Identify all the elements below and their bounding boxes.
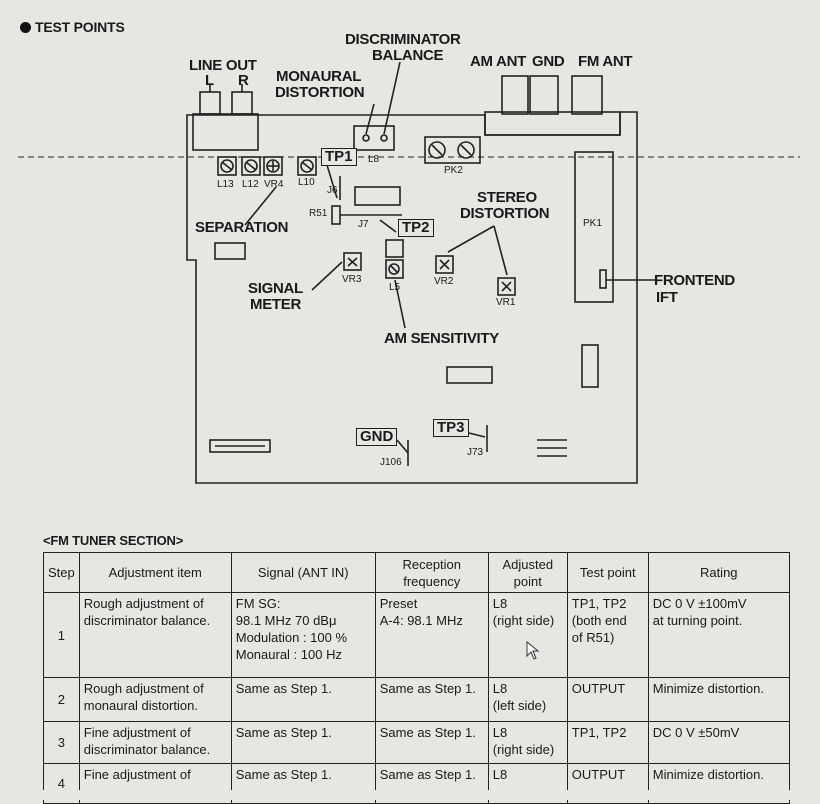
bullet-icon [20,22,31,33]
header-step: Step [43,552,80,593]
item-cell: Rough adjustment of discriminator balanc… [78,592,232,678]
signal-label: SIGNAL [248,280,303,297]
pcb-diagram [18,61,800,484]
test-point-cell: TP1, TP2 [566,721,649,764]
monaural-label: MONAURAL [276,68,362,85]
monaural-distortion-label: DISTORTION [275,84,365,101]
vr4-label: VR4 [264,179,284,190]
tp2-label: TP2 [398,219,434,237]
test-point-cell: TP1, TP2 (both end of R51) [566,592,649,678]
fm-ant-label: FM ANT [578,53,633,70]
frequency-cell: Same as Step 1. [374,721,489,764]
item-cell: Rough adjustment of monaural distortion. [78,677,232,722]
frontend-label: FRONTEND [654,272,735,289]
header-adjustment-item: Adjustment item [78,552,232,593]
stereo-label: STEREO [477,189,537,206]
signal-cell: Same as Step 1. [230,721,376,764]
l5-label: L5 [389,282,401,293]
l8-label: L8 [368,154,380,165]
rating-cell: DC 0 V ±50mV [647,721,790,764]
vr2-label: VR2 [434,276,454,287]
line-out-l-label: L [205,72,214,89]
signal-cell: Same as Step 1. [230,677,376,722]
table-row: 2 Rough adjustment of monaural distortio… [43,677,790,722]
vr3-label: VR3 [342,274,362,285]
bottom-crop [0,790,820,800]
frequency-cell: Preset A-4: 98.1 MHz [374,592,489,678]
table-row: 1 Rough adjustment of discriminator bala… [43,592,790,678]
vr1-label: VR1 [496,297,516,308]
gnd-top-label: GND [532,53,565,70]
gnd-box-label: GND [356,428,398,446]
j73-label: J73 [467,447,484,458]
l13-label: L13 [217,179,234,190]
section-title: TEST POINTS [20,19,125,35]
header-rating: Rating [647,552,790,593]
l10-label: L10 [298,177,315,188]
ift-label: IFT [656,289,678,306]
table-row: 3 Fine adjustment of discriminator balan… [43,721,790,764]
rating-cell: Minimize distortion. [647,677,790,722]
header-signal: Signal (ANT IN) [230,552,376,593]
rating-cell: DC 0 V ±100mV at turning point. [647,592,790,678]
frequency-cell: Same as Step 1. [374,677,489,722]
line-out-label: LINE OUT [189,57,257,74]
l12-label: L12 [242,179,259,190]
j6-label: J6 [327,185,338,196]
balance-label: BALANCE [372,47,444,64]
separation-label: SEPARATION [195,219,289,236]
step-cell: 2 [43,677,80,722]
table-title: <FM TUNER SECTION> [43,533,184,548]
adjusted-point-cell: L8 (left side) [487,677,568,722]
tp1-label: TP1 [321,148,357,166]
header-test-point: Test point [566,552,649,593]
step-cell: 3 [43,721,80,764]
adjusted-point-cell: L8 (right side) [487,721,568,764]
test-point-cell: OUTPUT [566,677,649,722]
discriminator-label: DISCRIMINATOR [345,31,461,48]
header-reception-frequency: Reception frequency [374,552,489,593]
tp3-label: TP3 [433,419,469,437]
step-cell: 1 [43,592,80,678]
header-adjusted-point: Adjusted point [487,552,568,593]
am-ant-label: AM ANT [470,53,526,70]
item-cell: Fine adjustment of discriminator balance… [78,721,232,764]
r51-label: R51 [309,208,328,219]
meter-label: METER [250,296,302,313]
stereo-distortion-label: DISTORTION [460,205,550,222]
fm-tuner-table: Step Adjustment item Signal (ANT IN) Rec… [43,552,790,804]
line-out-r-label: R [238,72,249,89]
j106-label: J106 [380,457,402,468]
cursor-icon [526,641,540,660]
j7-label: J7 [358,219,369,230]
adjusted-point-cell: L8 (right side) [487,592,568,678]
signal-cell: FM SG: 98.1 MHz 70 dBμ Modulation : 100 … [230,592,376,678]
am-sensitivity-label: AM SENSITIVITY [384,330,499,347]
table-header-row: Step Adjustment item Signal (ANT IN) Rec… [43,552,790,593]
pk1-label: PK1 [583,218,602,229]
pk2-label: PK2 [444,165,463,176]
